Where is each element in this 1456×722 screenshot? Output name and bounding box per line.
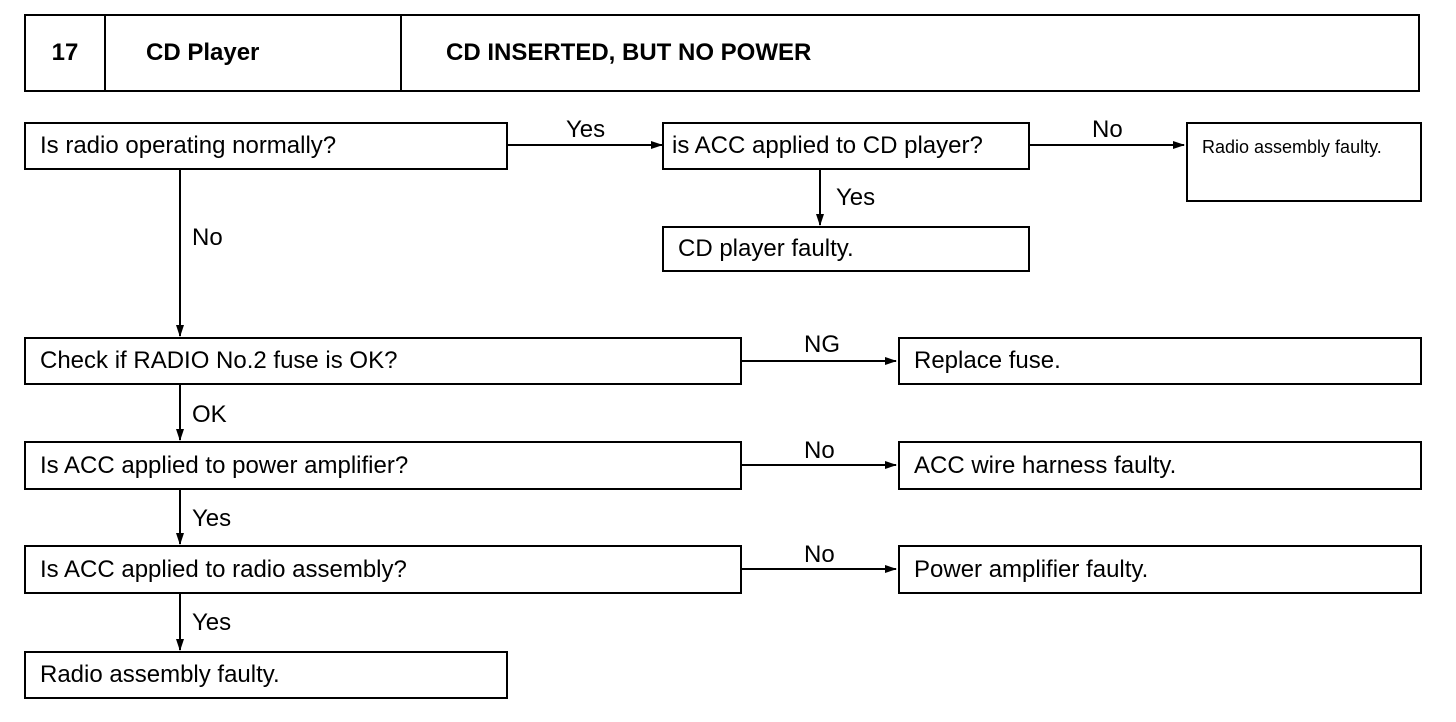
system-name: CD Player <box>106 16 402 90</box>
question-acc-power-amplifier: Is ACC applied to power amplifier? <box>24 441 742 490</box>
procedure-number: 17 <box>26 16 106 90</box>
label-amp-yes: Yes <box>192 505 232 532</box>
label-radio-yes: Yes <box>566 116 606 143</box>
question-acc-cd-player: is ACC applied to CD player? <box>662 122 1030 170</box>
label-radio-acc-no: No <box>804 541 835 568</box>
result-replace-fuse: Replace fuse. <box>898 337 1422 385</box>
result-radio-assembly-faulty-top: Radio assembly faulty. <box>1186 122 1422 202</box>
label-radio-acc-yes: Yes <box>192 609 232 636</box>
symptom-title: CD INSERTED, BUT NO POWER <box>446 39 812 66</box>
label-fuse-ok: OK <box>192 401 227 428</box>
result-acc-wire-harness-faulty: ACC wire harness faulty. <box>898 441 1422 490</box>
question-radio-fuse: Check if RADIO No.2 fuse is OK? <box>24 337 742 385</box>
label-amp-no: No <box>804 437 835 464</box>
label-cd-no: No <box>1092 116 1123 143</box>
result-radio-assembly-faulty-bottom: Radio assembly faulty. <box>24 651 508 699</box>
question-radio-operating: Is radio operating normally? <box>24 122 508 170</box>
result-power-amplifier-faulty: Power amplifier faulty. <box>898 545 1422 594</box>
label-cd-yes: Yes <box>836 184 876 211</box>
label-fuse-ng: NG <box>804 331 840 358</box>
label-radio-no: No <box>192 224 223 251</box>
question-acc-radio-assembly: Is ACC applied to radio assembly? <box>24 545 742 594</box>
result-cd-player-faulty: CD player faulty. <box>662 226 1030 272</box>
header-bar: 17 CD Player CD INSERTED, BUT NO POWER <box>24 14 1420 92</box>
